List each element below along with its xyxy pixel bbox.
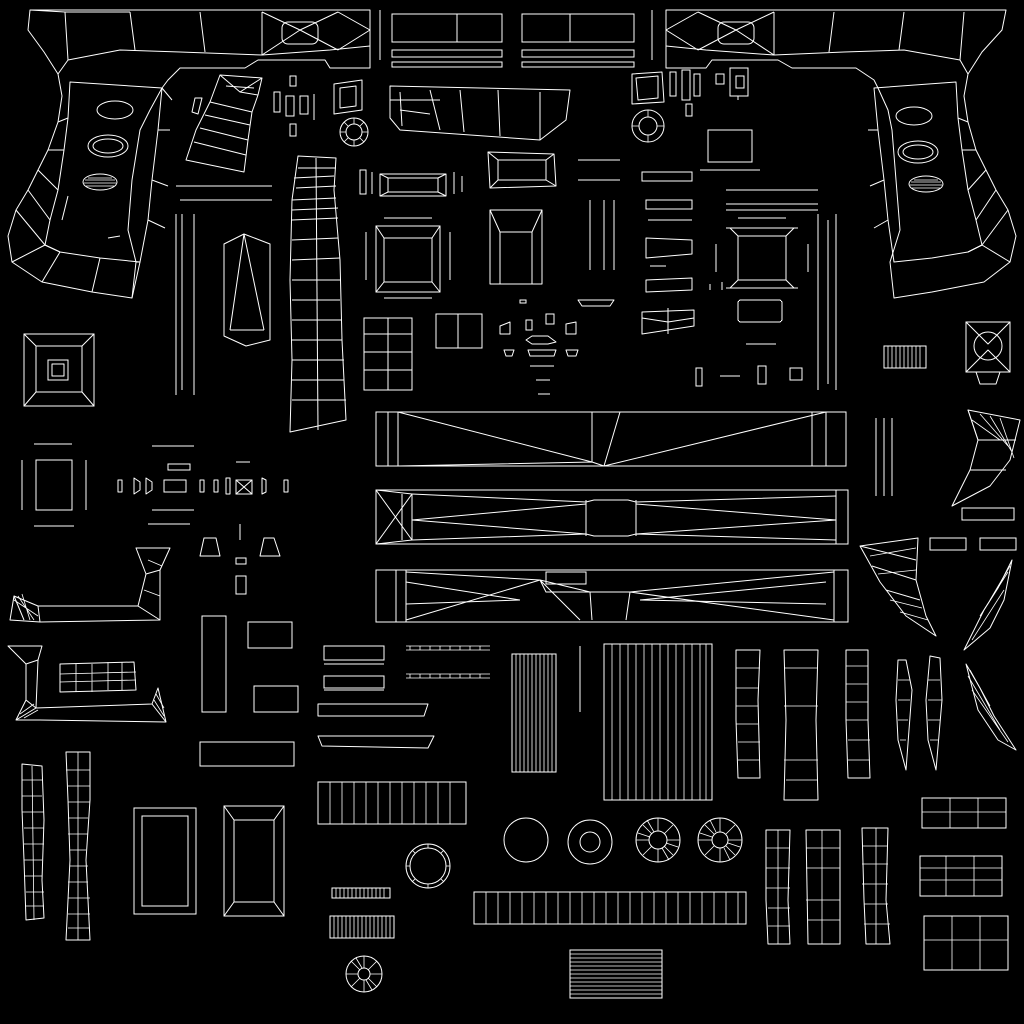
right-frame-shell [665,9,1017,299]
slide-rail-1 [375,411,847,467]
center-upper-parts [175,151,620,433]
left-center-rects [199,615,490,767]
trigger-guard-parts [185,74,369,173]
mag-well-panels [133,805,285,917]
right-side-pieces [859,321,1021,771]
grip-serration-blocks [317,643,747,999]
left-vertical-strips [21,751,91,941]
slide-rail-3 [375,569,849,623]
right-vertical-blocks [735,649,891,945]
slide-rail-2 [375,489,849,545]
right-center-parts [641,171,837,390]
left-handle-pieces [7,547,171,723]
slide-top-piece [389,85,571,141]
center-small-bits [499,299,615,395]
circular-parts [345,817,743,993]
left-frame-shell [7,9,371,299]
left-small-parts [21,333,289,595]
top-center-strips [379,10,653,68]
right-bottom-grids [919,797,1009,971]
right-top-small-parts [631,67,760,171]
